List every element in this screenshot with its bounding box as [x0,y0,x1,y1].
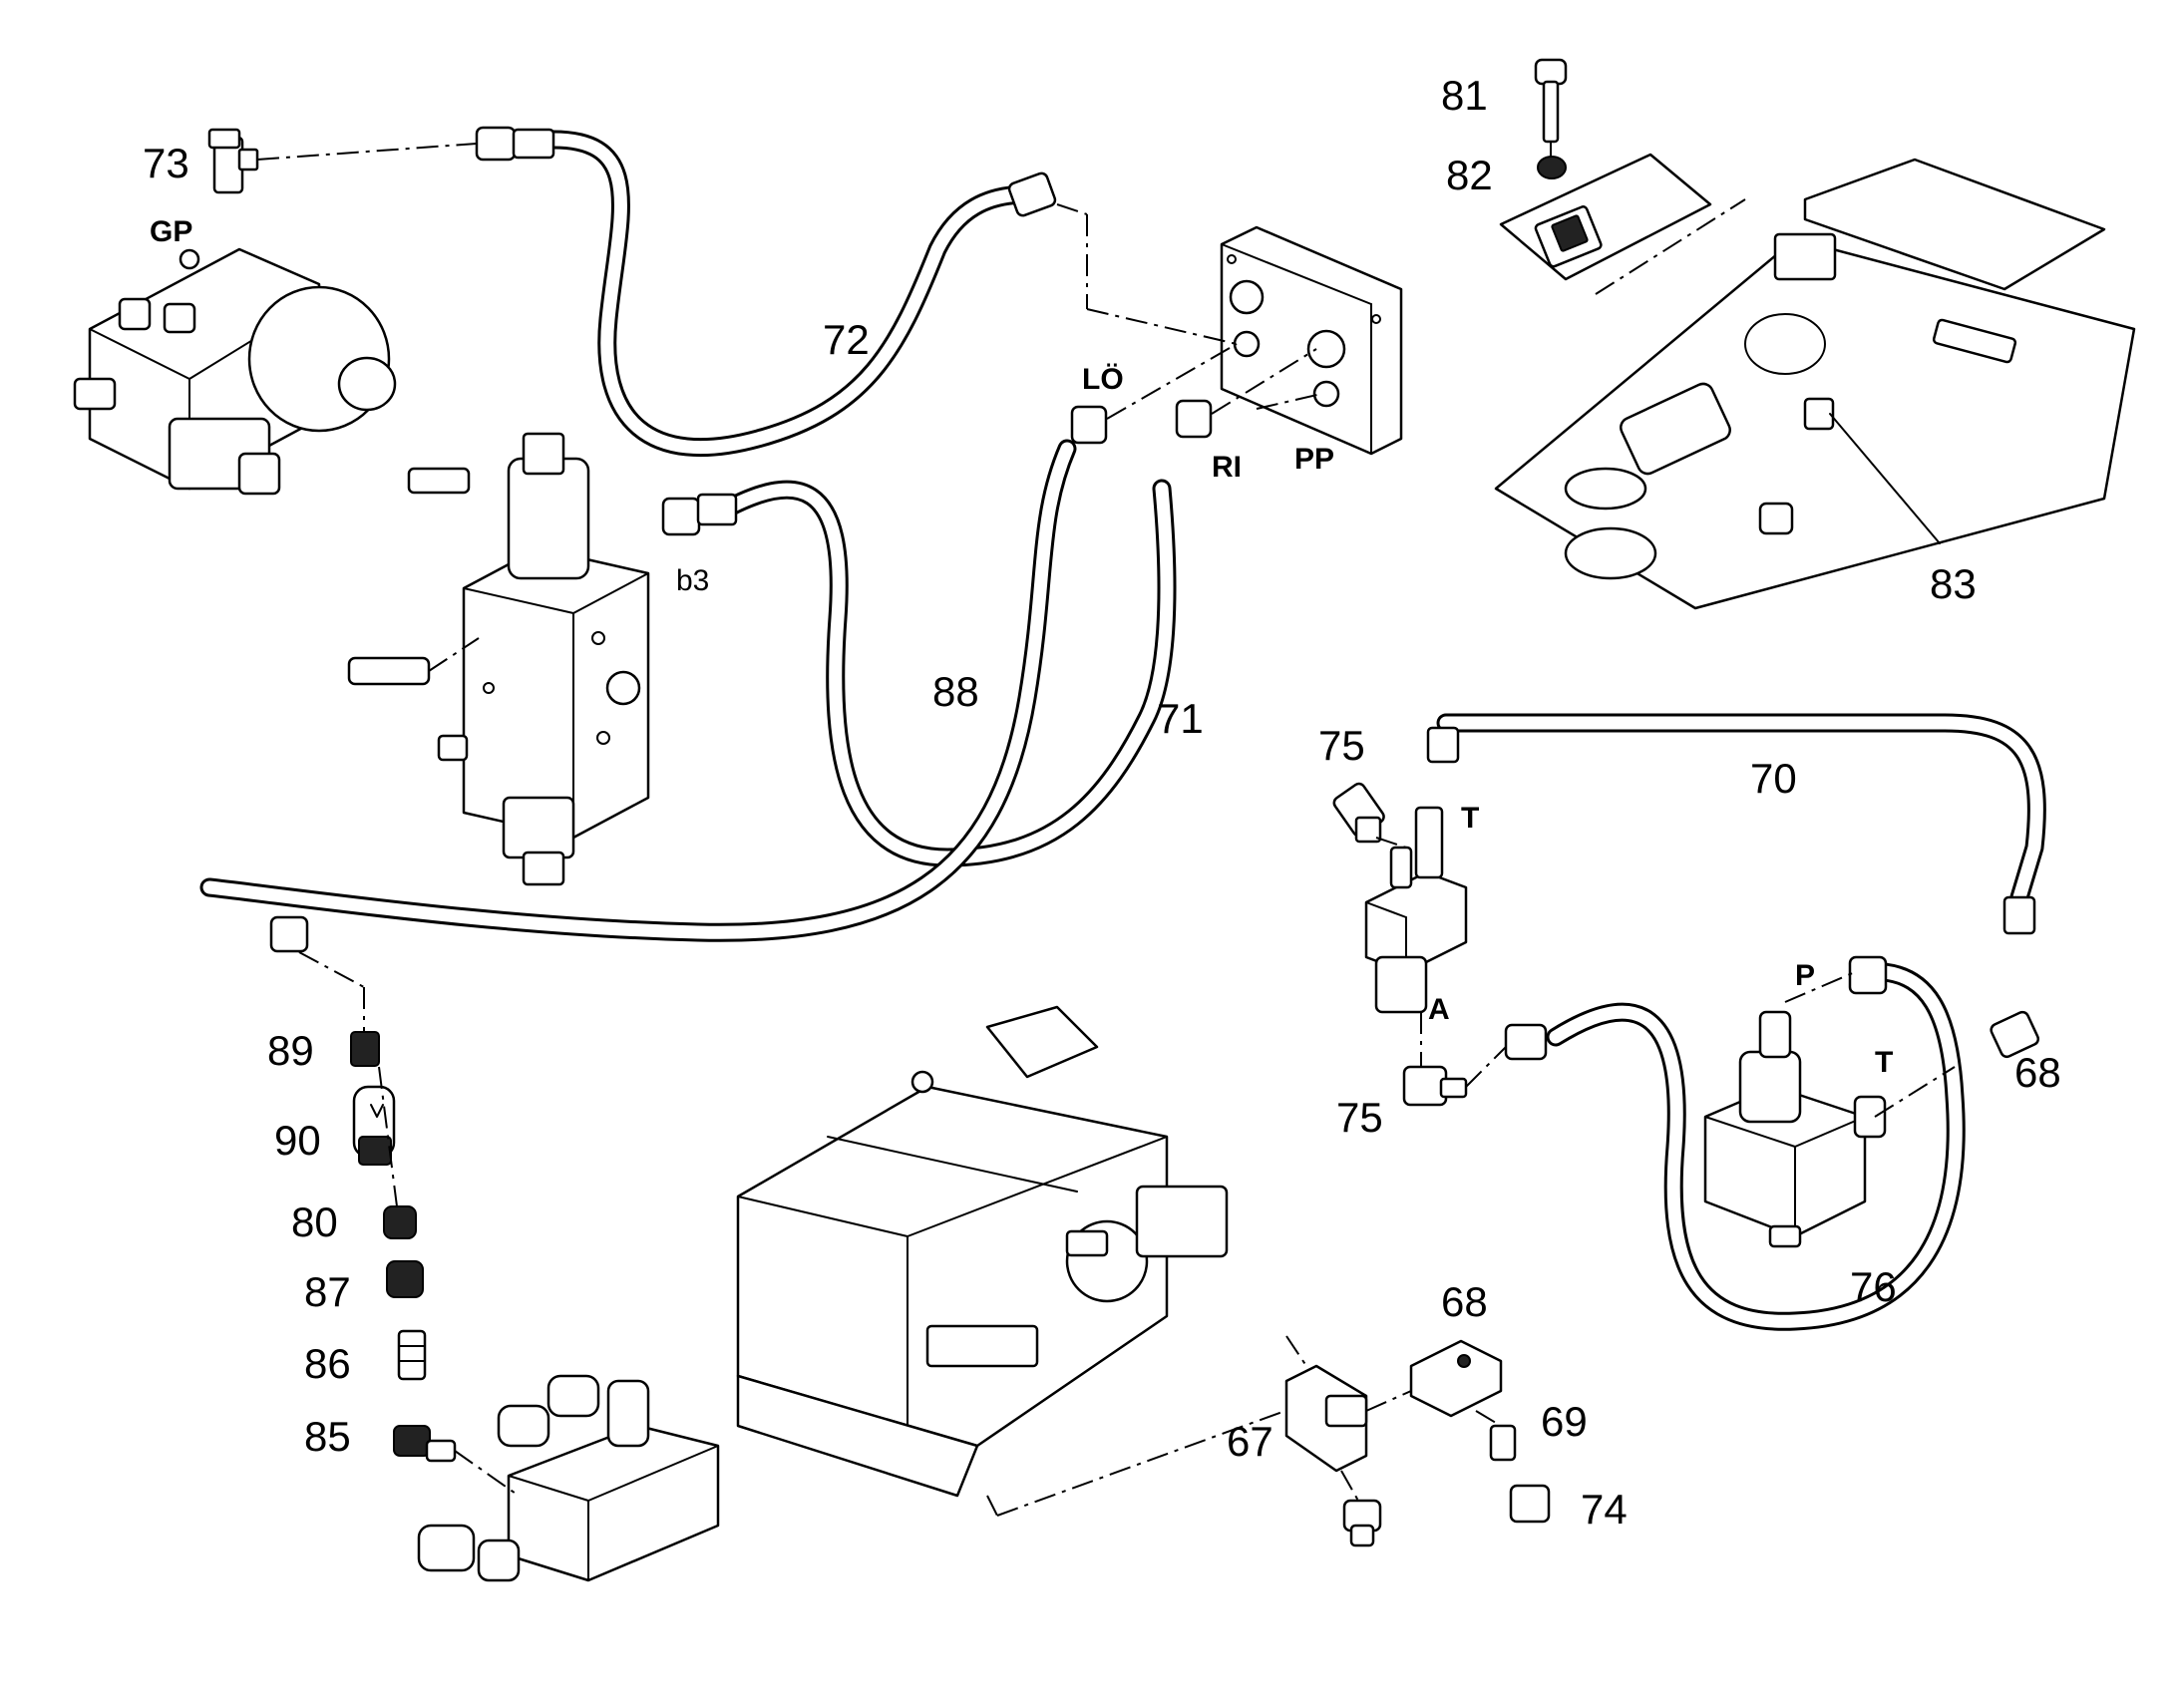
callout-82: 82 [1446,152,1493,198]
lead-tank-67b [996,1395,1327,1517]
lead-67-68 [1365,1390,1412,1412]
lead-lo [1106,343,1238,420]
port-label-a-valve: A [1428,993,1450,1026]
lead-stack [378,1066,398,1207]
callout-74: 74 [1581,1486,1628,1533]
fitting-75-bottom [1402,1065,1468,1107]
lead-75-hose [1465,1046,1507,1088]
port-label-p-block: P [1795,959,1815,992]
hose-76 [1546,962,1966,1331]
callout-90: 90 [274,1117,321,1164]
fitting-73 [207,128,259,194]
port-label-pp: PP [1294,443,1334,476]
port-label-gp: GP [150,215,192,248]
port-plate [1220,225,1403,456]
callout-83: 83 [1930,560,1977,607]
port-label-b3: b3 [676,564,709,597]
control-valve-b3 [347,432,650,886]
lead-73 [256,143,478,161]
elbow-85 [393,1425,457,1463]
lead-83 [1829,413,1941,544]
callout-76: 76 [1850,1263,1897,1310]
nipple-69 [1489,1424,1517,1462]
tee-67 [1284,1364,1368,1473]
lead-72 [1056,203,1088,215]
elbow-68 [1409,1339,1503,1418]
callout-67: 67 [1227,1418,1273,1465]
callout-88: 88 [932,668,979,715]
valve-75 [1332,782,1468,1014]
callout-89: 89 [267,1027,314,1074]
hose-72 [544,130,1037,458]
port-label-lo: LÖ [1082,363,1124,396]
hydraulic-tank [736,1005,1229,1498]
callout-86: 86 [304,1340,351,1387]
lead-85 [454,1450,520,1497]
lead-p [1784,971,1856,1003]
hose-b3 [708,479,1177,867]
callout-68-right: 68 [2014,1049,2061,1096]
callout-70: 70 [1750,755,1797,802]
fitting-68-right [1990,1010,2040,1059]
hose-70 [1436,713,2046,907]
adapter-86 [397,1329,427,1381]
callout-68-bottom: 68 [1441,1278,1488,1325]
washer-82 [1537,156,1567,179]
switch-plate-82 [1499,153,1712,281]
fitting-89 [350,1031,380,1067]
callout-85: 85 [304,1413,351,1460]
port-label-ri: RI [1212,451,1242,484]
pressure-block [1703,1010,1887,1248]
callout-71: 71 [1157,695,1204,742]
nut-87 [386,1260,424,1298]
lead-67-plug [1340,1470,1359,1502]
nut-74 [1509,1484,1551,1524]
lead-tank-67 [986,1495,998,1517]
callout-73: 73 [143,140,189,186]
port-label-t-block: T [1875,1046,1893,1079]
lead-t-block [1874,1066,1956,1118]
lead-75-t [1375,837,1407,849]
callout-87: 87 [304,1268,351,1315]
callout-81: 81 [1441,72,1488,119]
cover-panel [1494,158,2136,610]
manifold-bottom-left [417,1374,720,1582]
lead-panel [1595,198,1746,295]
callout-80: 80 [291,1198,338,1245]
callout-69: 69 [1541,1398,1588,1445]
callout-72: 72 [823,316,870,363]
lead-88-89 [298,951,365,988]
port-label-t-valve: T [1461,802,1479,835]
lead-72c [1086,308,1238,345]
lead-valve-left [428,637,480,672]
lead-pp [1256,393,1322,410]
hose-88 [199,439,1077,942]
lead-ri [1211,348,1317,415]
screw-81 [1534,58,1568,144]
valve-block-gp [73,247,397,496]
hose-fittings [269,126,2036,1061]
lead-68-69 [1475,1410,1502,1427]
filter-90 [352,1085,396,1166]
nut-80 [383,1205,417,1239]
callout-75-top: 75 [1318,722,1365,769]
plug-67 [1342,1499,1382,1547]
callout-75-bottom: 75 [1336,1094,1383,1141]
